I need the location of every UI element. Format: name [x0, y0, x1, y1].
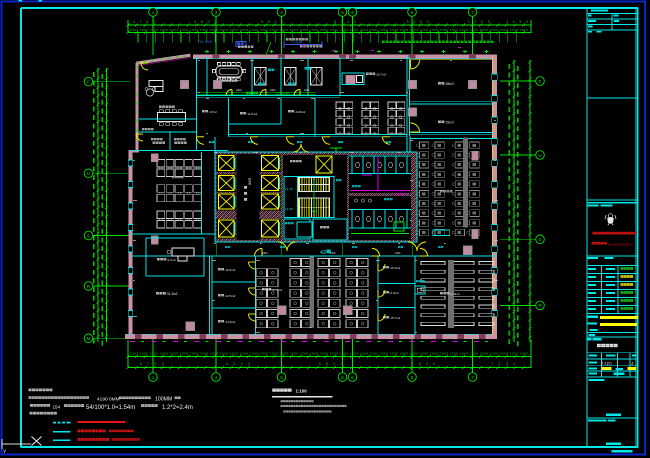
svg-text:4: 4: [215, 375, 218, 380]
svg-text:L1-10: L1-10: [285, 187, 293, 191]
svg-text::14.3m2: :14.3m2: [225, 320, 236, 324]
svg-text:1000: 1000: [304, 89, 310, 92]
svg-text::12.5m2: :12.5m2: [225, 294, 236, 298]
svg-text:R: R: [87, 284, 91, 289]
svg-text:F: F: [87, 79, 90, 84]
svg-text:1000: 1000: [262, 252, 268, 255]
svg-text:M: M: [87, 336, 91, 341]
svg-text:6795 8300 960: 6795 8300 9600 9600 7200: [140, 362, 515, 366]
svg-text:1000: 1000: [236, 89, 242, 92]
svg-text::(2.9m2: :(2.9m2: [450, 292, 461, 296]
svg-text::17m2: :17m2: [209, 110, 218, 114]
svg-text::51m2: :51m2: [445, 121, 454, 125]
svg-text:6: 6: [411, 10, 414, 15]
svg-text:1500 1600 1500 1600 1500 1600: 1500 1600 1500 1600 1500 1600 1500 1600 …: [130, 28, 528, 32]
svg-text:2-1(2): 2-1(2): [601, 360, 612, 365]
svg-text:746 2495: 746 2495: [198, 40, 212, 44]
svg-text::11.6m2: :11.6m2: [247, 112, 258, 116]
svg-text:U: U: [87, 171, 90, 176]
svg-text:154: 154: [53, 404, 61, 409]
svg-text::24.8m2: :24.8m2: [295, 110, 306, 114]
svg-text:54/100*1.0=1.54m: 54/100*1.0=1.54m: [86, 405, 135, 411]
svg-text::31.3m2: :31.3m2: [166, 292, 178, 296]
svg-text:2495: 2495: [294, 41, 302, 45]
svg-text:7: 7: [471, 375, 474, 380]
svg-text:6: 6: [351, 10, 354, 15]
svg-text:1: 1: [152, 375, 155, 380]
svg-text:L=24.0m: L=24.0m: [276, 92, 289, 96]
svg-text:4: 4: [280, 10, 283, 15]
svg-text:R: R: [538, 303, 542, 308]
svg-text:###: ###: [247, 178, 252, 186]
svg-text:1.2*2=2.4m: 1.2*2=2.4m: [162, 405, 193, 411]
svg-text:F: F: [539, 79, 542, 84]
svg-text:4190 0MM: 4190 0MM: [97, 397, 120, 403]
svg-text::15.7m2: :15.7m2: [390, 316, 401, 320]
svg-text:Y: Y: [3, 450, 7, 456]
svg-text:1:100: 1:100: [296, 389, 308, 394]
svg-text:6: 6: [411, 375, 414, 380]
svg-text:42: 42: [320, 250, 326, 256]
svg-text:100MM: 100MM: [155, 397, 172, 403]
svg-text:5: 5: [341, 10, 344, 15]
svg-text:S: S: [538, 237, 541, 242]
svg-text::47.9m2: :47.9m2: [272, 288, 283, 292]
svg-text:S: S: [87, 233, 90, 238]
svg-text:1000: 1000: [330, 252, 336, 255]
svg-text:6: 6: [341, 375, 344, 380]
svg-text:1000: 1000: [270, 89, 276, 92]
svg-text:U: U: [538, 153, 541, 158]
svg-text:1000: 1000: [395, 252, 401, 255]
svg-text:7: 7: [471, 10, 474, 15]
svg-text:4: 4: [631, 361, 634, 366]
svg-text:5: 5: [280, 375, 283, 380]
svg-text::15.4m2: :15.4m2: [390, 266, 401, 270]
svg-text:1: 1: [152, 10, 155, 15]
svg-text:(A2)B2010105(2-1): (A2)B2010105(2-1): [608, 242, 634, 246]
svg-text:6: 6: [351, 375, 354, 380]
svg-text:1500 1600 1500 1600 1500 1600: 1500 1600 1500 1600 1500 1600 1500 1600 …: [130, 352, 528, 356]
svg-text:L1-09: L1-09: [285, 207, 293, 211]
svg-text:3: 3: [215, 10, 218, 15]
svg-text::55m2: :55m2: [445, 82, 454, 86]
svg-text::9.7m2: :9.7m2: [167, 258, 177, 262]
svg-text::20.7m2: :20.7m2: [376, 72, 387, 76]
svg-text::12.5m2: :12.5m2: [225, 268, 236, 272]
svg-text:(2.4m2: (2.4m2: [390, 291, 400, 295]
